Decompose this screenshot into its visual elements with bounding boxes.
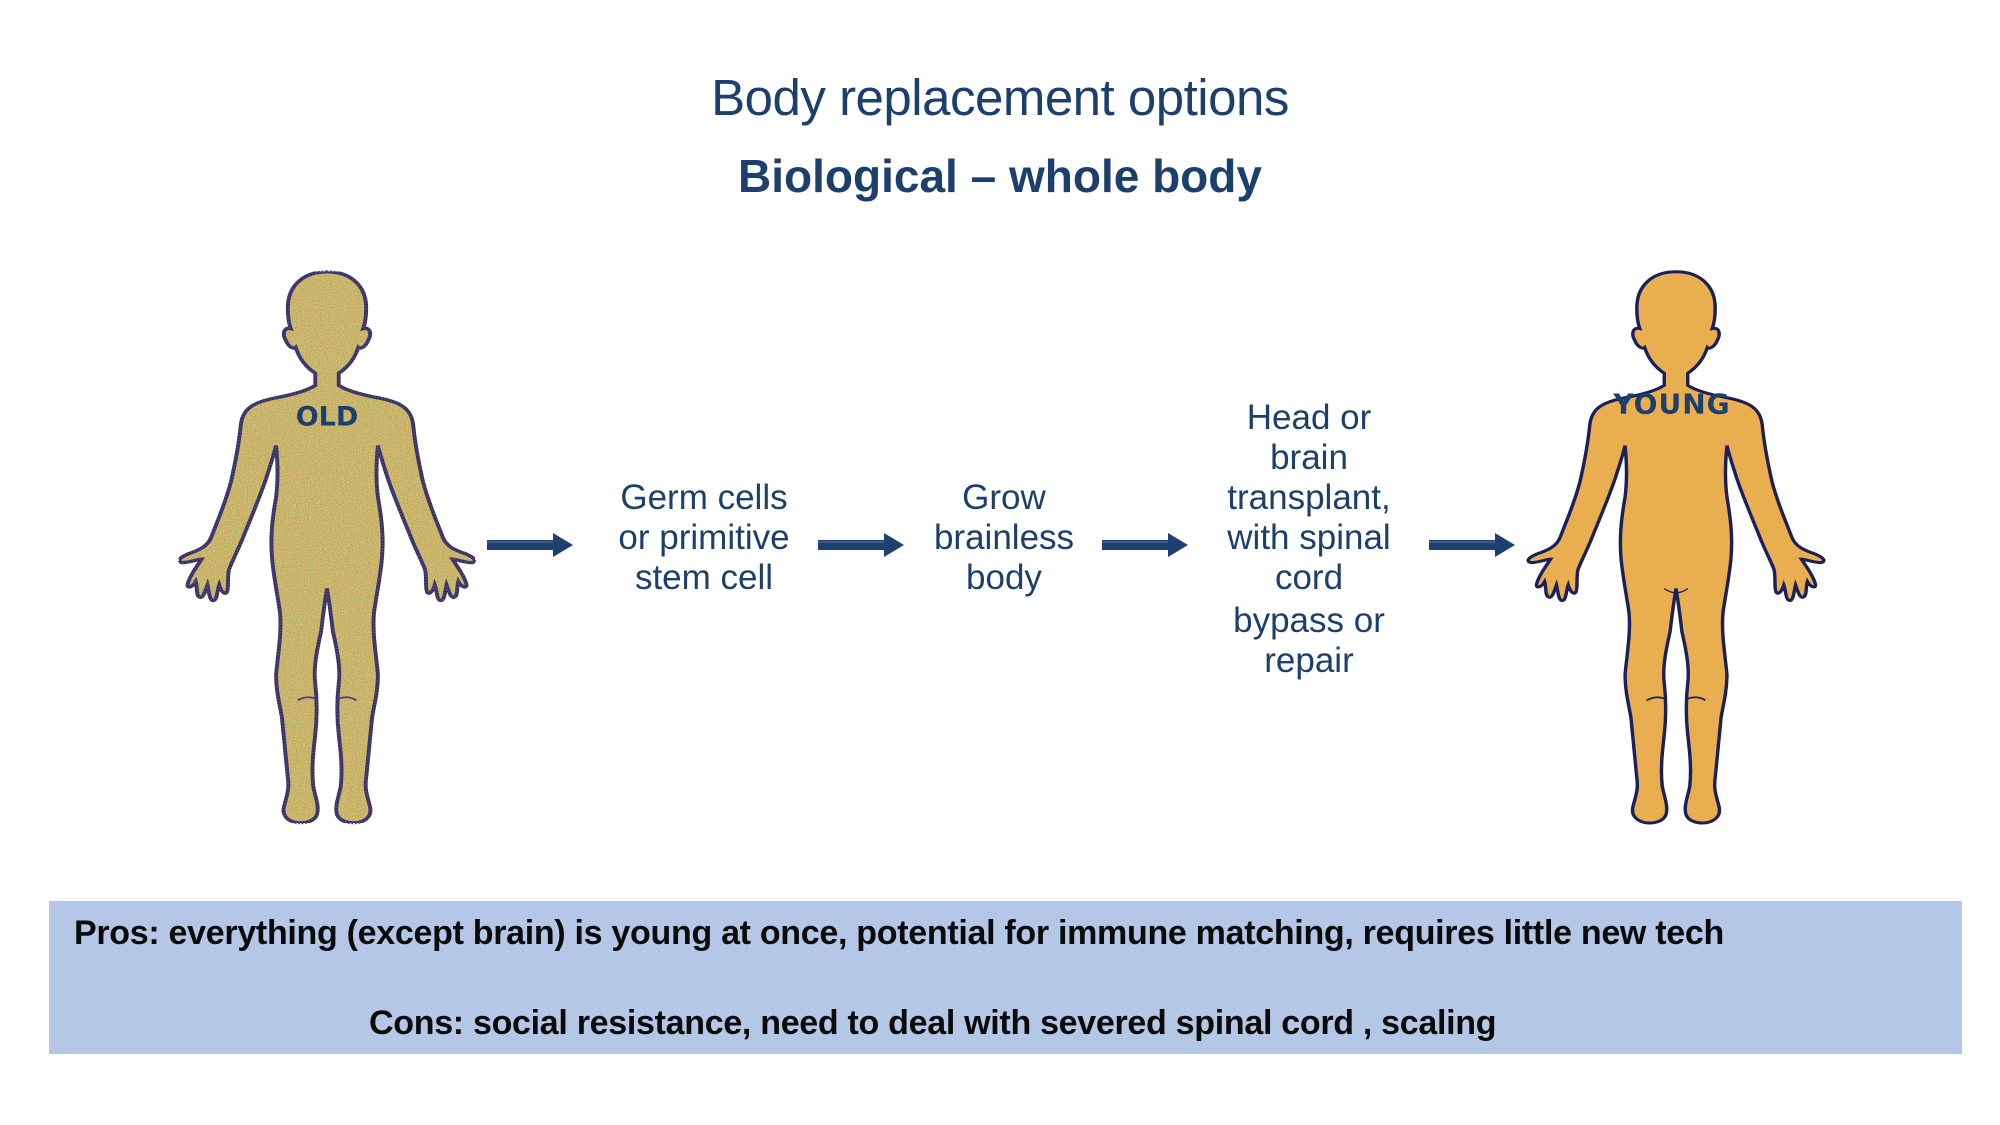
step-line: transplant,	[1227, 478, 1391, 517]
step-line: bypass or	[1233, 601, 1385, 640]
young-body-icon	[1526, 270, 1826, 825]
old-label: OLD	[295, 401, 359, 433]
pros-text: Pros: everything (except brain) is young…	[74, 914, 1724, 952]
cons-text: Cons: social resistance, need to deal wi…	[369, 1004, 1497, 1042]
slide-subtitle: Biological – whole body	[738, 150, 1262, 202]
step-line: Head or	[1246, 398, 1372, 437]
right-arrow-icon	[818, 533, 904, 557]
flow-arrow-4	[1429, 532, 1515, 558]
step-line: repair	[1264, 641, 1354, 680]
step-line: brain	[1270, 438, 1348, 477]
flow-arrow-1	[487, 532, 573, 558]
right-arrow-icon	[487, 533, 573, 557]
flow-step-grow-body: Grow brainless body	[934, 478, 1074, 598]
right-arrow-icon	[1102, 533, 1188, 557]
step-line: with spinal	[1227, 518, 1391, 557]
step-line: Germ cells	[620, 478, 788, 517]
step-line: Grow	[962, 478, 1046, 517]
slide-title: Body replacement options	[711, 69, 1289, 126]
flow-step-germ-cells: Germ cells or primitive stem cell	[618, 478, 789, 598]
step-line: brainless	[933, 518, 1075, 557]
step-line: body	[966, 558, 1042, 597]
step-line: or primitive	[618, 518, 790, 557]
flow-step-transplant: Head or brain transplant, with spinal co…	[1227, 398, 1390, 681]
pros-cons-box: Pros: everything (except brain) is young…	[49, 901, 1962, 1054]
young-label: YOUNG	[1613, 387, 1731, 421]
flow-arrow-2	[818, 532, 904, 558]
old-body-icon	[177, 269, 477, 825]
step-line: cord	[1274, 558, 1344, 597]
flow-arrow-3	[1102, 532, 1188, 558]
right-arrow-icon	[1429, 533, 1515, 557]
young-body-figure: YOUNG	[1526, 270, 1826, 826]
step-line: stem cell	[634, 558, 774, 597]
old-body-figure: OLD	[177, 269, 477, 826]
